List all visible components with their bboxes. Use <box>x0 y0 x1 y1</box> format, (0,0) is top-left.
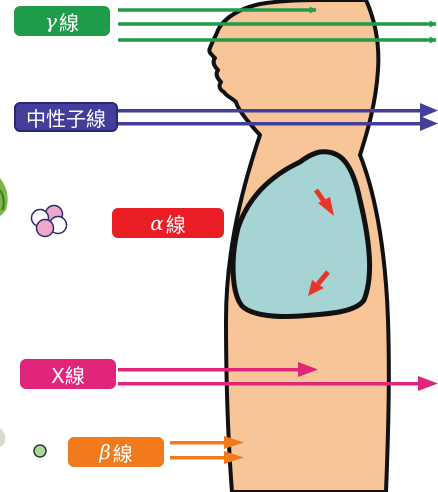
alpha-particle-icon <box>30 204 68 238</box>
beta-particle-icon <box>33 444 47 458</box>
neutron-arrow-2-shaft <box>118 122 422 126</box>
beta-arrow-2-shaft <box>170 456 226 460</box>
lung-shape <box>230 149 373 319</box>
neutron-arrow-1-head <box>420 103 438 118</box>
xray-label: X線 <box>20 359 116 389</box>
neutron-arrow-1-shaft <box>118 109 422 113</box>
xray-arrow-1-shaft <box>118 368 300 372</box>
gamma-word: 線 <box>58 10 79 35</box>
xray-arrow-1-head <box>298 362 318 377</box>
xray-arrow-2-shaft <box>118 382 420 386</box>
xray-word: X線 <box>51 363 85 388</box>
xray-arrow-2-head <box>418 376 438 391</box>
beta-ray-arrows <box>170 436 244 464</box>
alpha-word: 線 <box>165 212 186 237</box>
alpha-symbol: α <box>150 211 164 235</box>
neutron-word: 中性子線 <box>26 106 106 131</box>
left-edge-plant-icon <box>0 178 8 216</box>
beta-symbol: β <box>99 440 111 464</box>
gamma-symbol: γ <box>45 9 57 33</box>
neutron-arrow-2-head <box>420 116 438 131</box>
xray-arrows <box>118 362 438 391</box>
left-edge-partial-icon <box>0 428 6 447</box>
gamma-ray-arrows <box>118 6 437 44</box>
alpha-arrow-lower <box>308 270 330 296</box>
beta-word: 線 <box>112 441 133 466</box>
beta-arrow-1-head <box>224 436 244 449</box>
neutron-ray-arrows <box>118 103 438 131</box>
beta-arrow-2-head <box>224 451 244 464</box>
beta-arrow-1-shaft <box>170 441 226 445</box>
neutron-ray-label: 中性子線 <box>14 102 118 132</box>
alpha-arrow-upper <box>313 188 334 216</box>
